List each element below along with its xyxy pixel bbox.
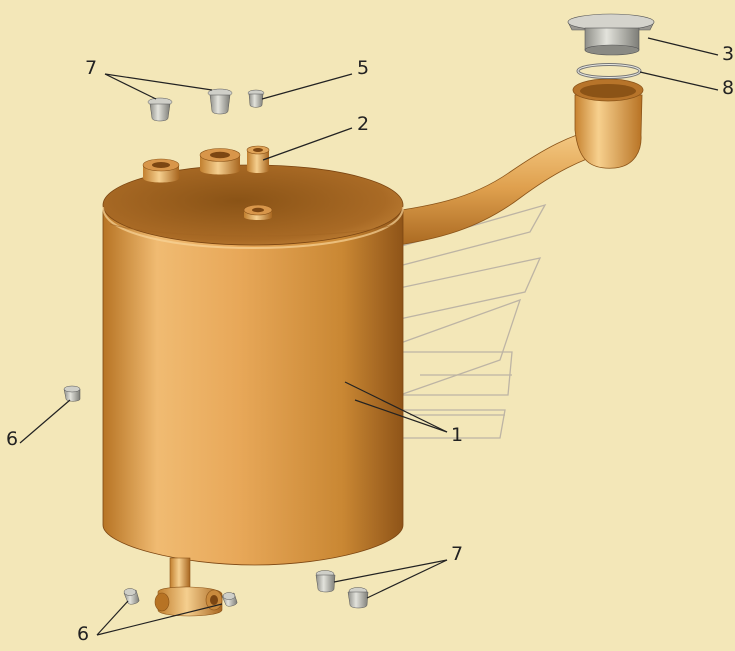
- filler-pipe: [374, 78, 644, 249]
- plug-7-center: [207, 88, 233, 115]
- tank-top-bosses: [142, 145, 273, 220]
- plug-7-bottom-b: [347, 587, 369, 609]
- callout-6-bottom: 6: [77, 623, 89, 645]
- callout-8: 8: [722, 77, 734, 99]
- callout-2: 2: [357, 113, 369, 135]
- callout-6-side: 6: [6, 428, 18, 450]
- plug-6-bottom-left: [123, 588, 140, 605]
- callout-3: 3: [722, 43, 734, 65]
- plug-7-left: [147, 97, 173, 122]
- drain-fitting: [154, 557, 223, 617]
- o-ring-seal: [576, 63, 642, 79]
- leader-lines: [19, 37, 719, 636]
- plug-7-bottom-a: [315, 570, 336, 593]
- plug-5: [247, 89, 265, 108]
- callout-7-top: 7: [85, 57, 97, 79]
- callout-1: 1: [451, 424, 463, 446]
- plug-6-bottom-right: [221, 592, 238, 607]
- tank-body: [102, 164, 404, 566]
- callout-labels: 7 5 2 3 8 1 6 6 7: [6, 43, 734, 645]
- callout-7-bottom: 7: [451, 543, 463, 565]
- callout-5: 5: [357, 57, 369, 79]
- plug-6-side: [63, 385, 81, 402]
- filler-cap: [567, 13, 655, 56]
